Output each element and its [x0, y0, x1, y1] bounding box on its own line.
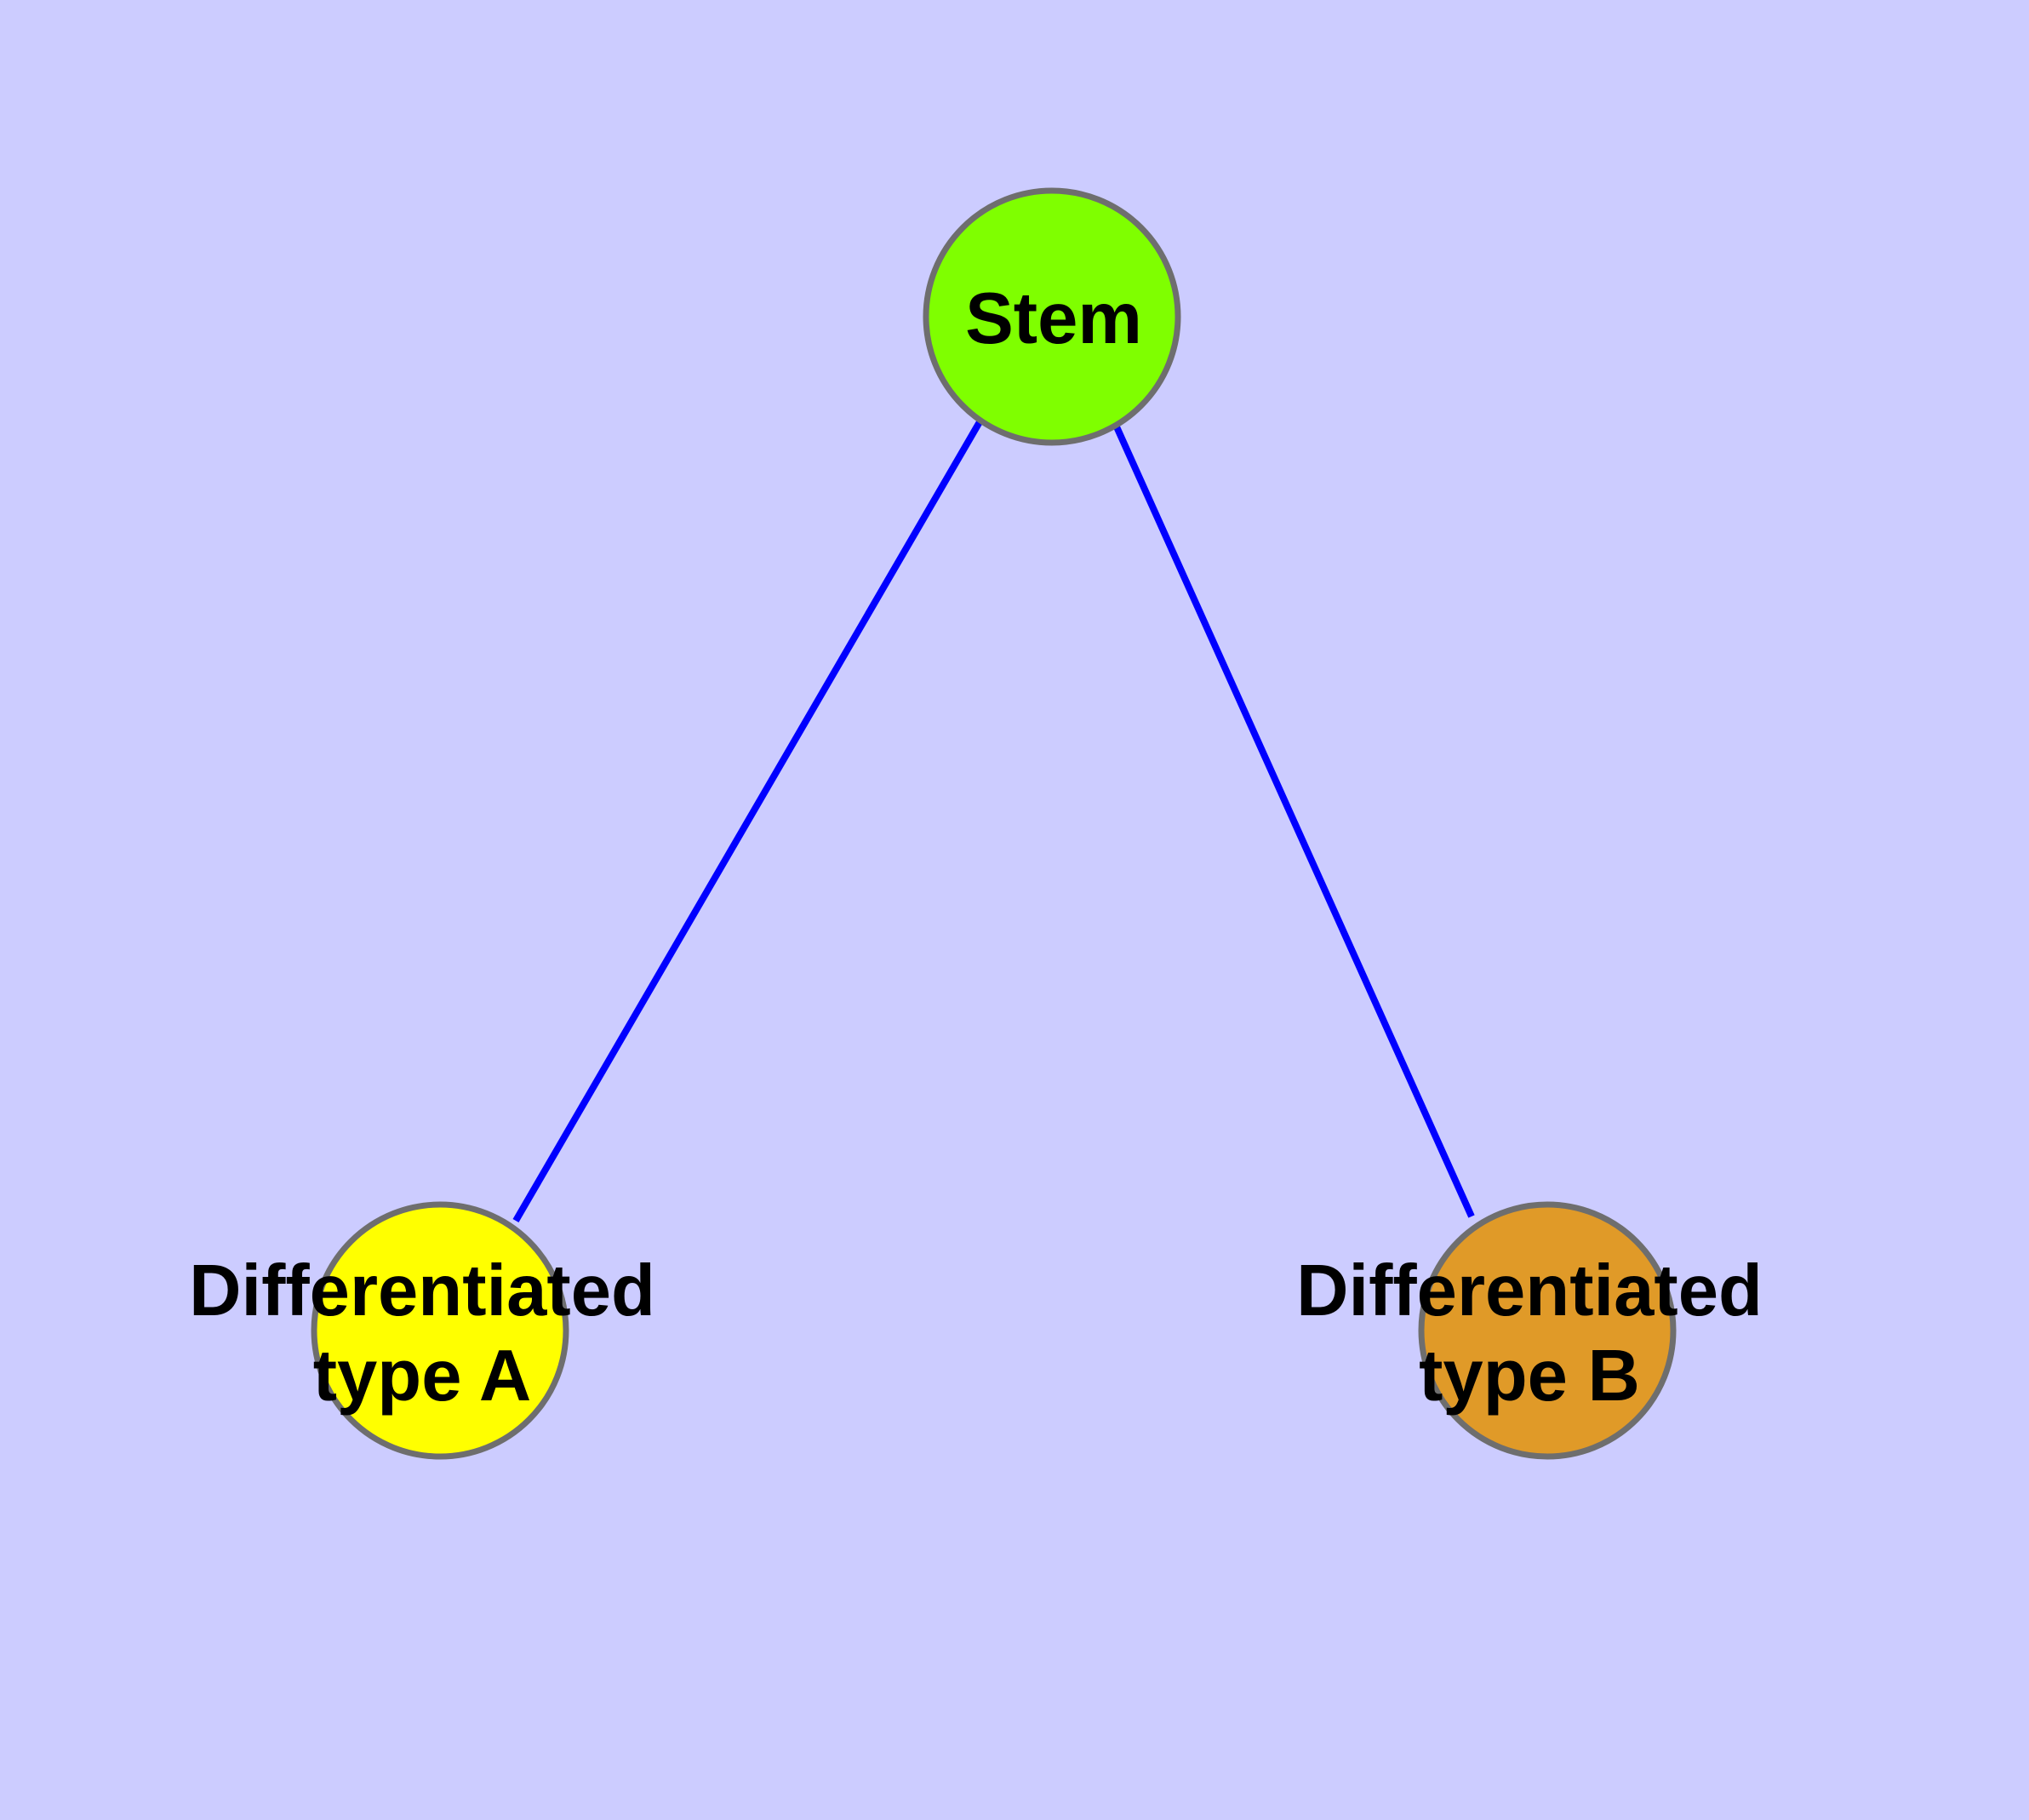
node-differentiated-type-a-circle[interactable] [311, 1201, 569, 1460]
label-line: type A [313, 1336, 532, 1417]
label-line: Differentiated [1296, 1251, 1763, 1331]
node-stem-circle[interactable] [923, 187, 1181, 446]
node-stem-label: Stem [965, 278, 1142, 359]
edge-layer [512, 418, 1475, 1223]
edge-stem-to-differentiated-type-b[interactable] [1112, 421, 1475, 1218]
node-differentiated-type-b-circle[interactable] [1418, 1201, 1677, 1460]
label-line: type B [1419, 1336, 1640, 1417]
label-line: Differentiated [189, 1251, 655, 1331]
node-stem[interactable] [923, 187, 1181, 446]
label-line: Stem [965, 278, 1142, 359]
node-differentiated-type-a[interactable] [311, 1201, 569, 1460]
node-layer [311, 187, 1677, 1460]
edge-stem-to-differentiated-type-a[interactable] [512, 418, 984, 1223]
node-differentiated-type-b[interactable] [1418, 1201, 1677, 1460]
